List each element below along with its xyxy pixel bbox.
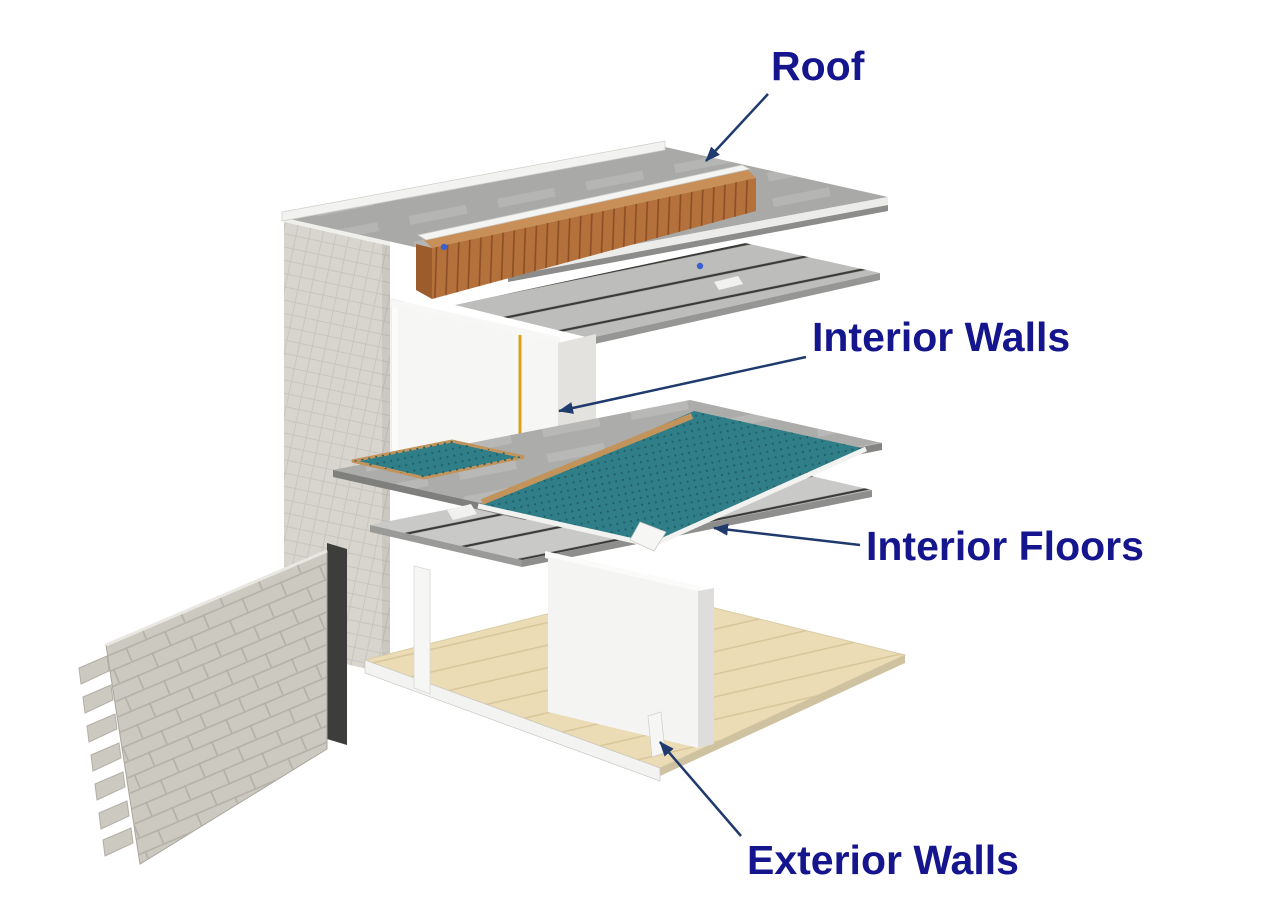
annotation-arrows (558, 93, 861, 837)
copper-ridge-top (424, 170, 756, 248)
ceiling-slab-white-bracket (714, 276, 743, 290)
brick-panel-mortar-lines (106, 551, 327, 864)
brick-panel-dark-backing (327, 543, 347, 745)
brick-tooth (102, 827, 134, 857)
floor-deck-left-edge (333, 470, 525, 520)
roof-left-fascia-beam (281, 140, 666, 222)
wood-trim-strip (480, 413, 694, 505)
interior-walls-arrow (558, 355, 807, 414)
label-interior-walls: Interior Walls (812, 314, 1071, 360)
ridge-white-cap (417, 164, 752, 241)
floor-corner-cap (629, 521, 667, 552)
brick-tooth (94, 771, 126, 801)
copper-ridge-plank-lines (432, 178, 756, 299)
brick-wall-panel (78, 543, 347, 865)
connector-clip-icon (440, 243, 448, 251)
tan-floor-right-edge (660, 655, 905, 776)
interior-wall-top-cap (391, 299, 560, 345)
lower-wall-return (698, 588, 714, 748)
brick-tooth (90, 742, 122, 772)
ceiling-slab-joist-lines (455, 243, 880, 338)
ceiling-slab-front-edge (590, 273, 880, 345)
roof-under-edge (508, 205, 888, 282)
ceiling-slab (455, 243, 880, 345)
brick-tooth (82, 684, 114, 714)
label-interior-floors: Interior Floors (866, 523, 1144, 569)
label-roof: Roof (771, 43, 865, 89)
brick-teeth (78, 655, 134, 857)
lower-wall-post (413, 565, 431, 695)
roof-assembly (281, 140, 888, 299)
floor-white-bracket (447, 504, 477, 520)
lower-wall-face (548, 557, 698, 748)
lower-wall-top-cap (545, 551, 700, 593)
brick-tooth (98, 800, 130, 830)
roof-front-fascia (508, 197, 888, 276)
floor-framing-left-edge (370, 525, 522, 567)
exterior-walls-arrow (659, 741, 742, 837)
copper-ridge-left-end (416, 244, 432, 299)
label-exterior-walls: Exterior Walls (747, 837, 1019, 883)
tan-floor-front-fascia (364, 659, 661, 782)
roof-arrow (705, 93, 769, 162)
teal-carpet-small-texture (352, 441, 524, 478)
interior-floor-assembly (333, 400, 882, 567)
floor-framing-front-edge (522, 490, 872, 567)
brick-panel-top-highlight (105, 549, 328, 647)
interior-floors-arrow (713, 523, 861, 547)
lower-walls-group (413, 551, 714, 758)
brick-tooth (86, 713, 118, 743)
teal-carpet-large-texture (478, 411, 866, 545)
brick-tooth (78, 655, 110, 685)
connector-clip-icon (696, 262, 704, 270)
